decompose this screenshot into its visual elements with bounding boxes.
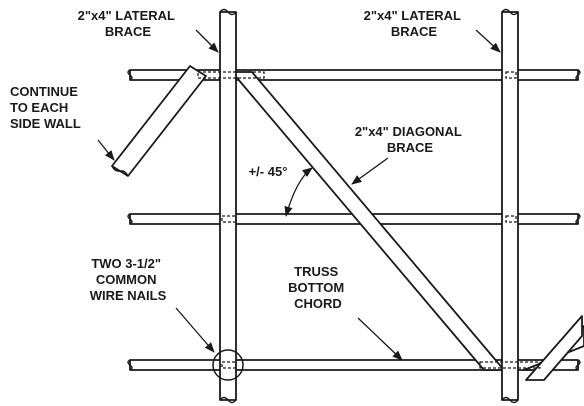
label-lateral-brace-right: 2"x4" LATERAL BRACE: [364, 8, 465, 39]
lateral-left-bottom-end: [219, 396, 237, 404]
chord-mid-right-end: [575, 213, 581, 225]
chord-mid-left-end: [127, 213, 133, 225]
nail-markers: [197, 71, 541, 369]
side-wall-brace-end: [111, 165, 129, 177]
side-wall-diagonal-brace: [111, 65, 207, 177]
leader-lateral-right: [475, 29, 501, 53]
leader-nails: [175, 307, 215, 353]
nail-mark: [505, 71, 517, 79]
lateral-brace-right: [501, 11, 519, 401]
lateral-braces: [219, 8, 519, 404]
label-angle: +/- 45°: [249, 164, 288, 179]
label-continue-side-wall: CONTINUE TO EACH SIDE WALL: [10, 84, 82, 131]
leader-lines: [97, 29, 501, 361]
lateral-right-bottom-end: [501, 396, 519, 404]
nail-mark: [221, 361, 237, 369]
angle-arc: [284, 167, 313, 218]
label-diagonal-brace: 2"x4" DIAGONAL BRACE: [355, 124, 465, 155]
label-nails: TWO 3-1/2" COMMON WIRE NAILS: [90, 256, 167, 303]
lateral-right-top-end: [501, 8, 519, 16]
leader-diagonal: [351, 157, 389, 185]
nail-mark: [505, 215, 517, 223]
label-lateral-brace-left: 2"x4" LATERAL BRACE: [78, 8, 179, 39]
chord-bot-right-end: [575, 359, 581, 371]
truss-bottom-chords: [127, 69, 581, 371]
leader-lateral-left: [195, 29, 219, 53]
nail-mark: [221, 215, 237, 223]
chord-bot-left-end: [127, 359, 133, 371]
chord-top-left-end: [127, 69, 133, 81]
nail-detail-circle: [212, 349, 244, 381]
nail-mark: [197, 71, 265, 79]
nail-mark: [479, 361, 541, 369]
label-truss-chord: TRUSS BOTTOM CHORD: [288, 264, 348, 311]
chord-top-right-end: [575, 69, 581, 81]
leader-side-wall: [97, 139, 115, 161]
lateral-left-top-end: [219, 8, 237, 16]
leader-chord: [357, 317, 403, 361]
lateral-brace-left: [219, 11, 237, 401]
